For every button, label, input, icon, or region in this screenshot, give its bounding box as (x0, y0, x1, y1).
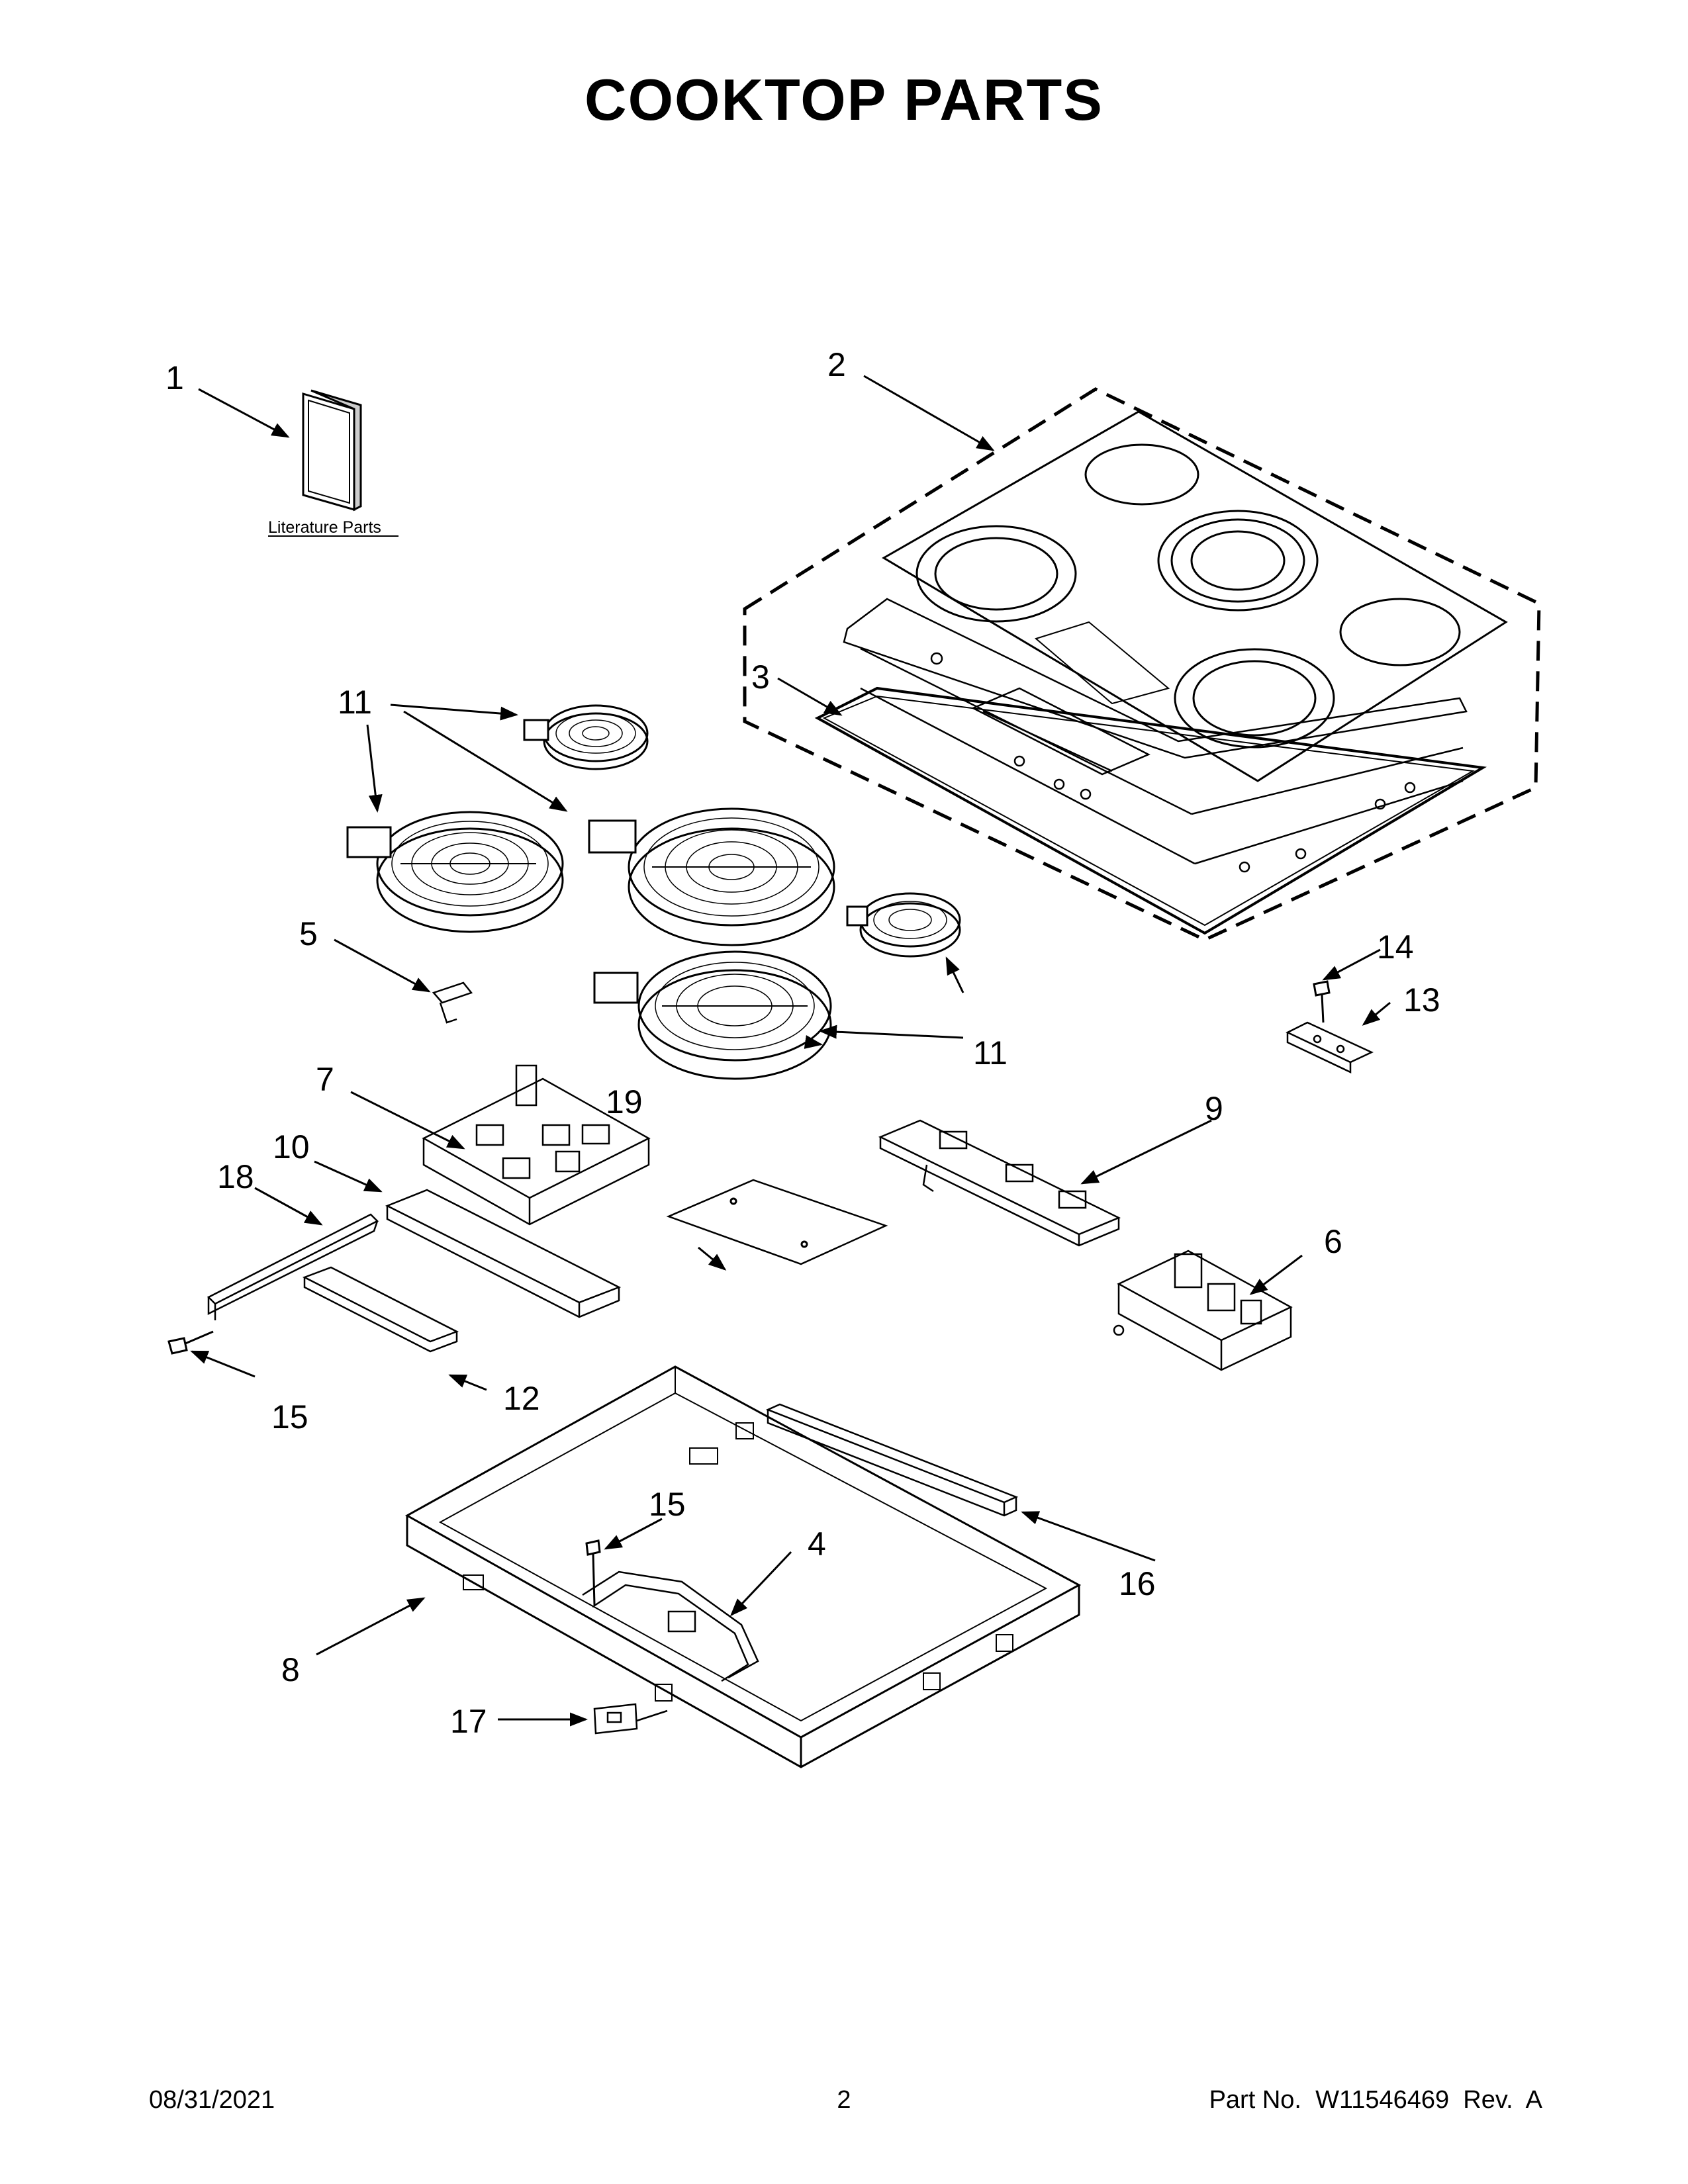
cooktop-frame (843, 598, 1468, 873)
radiant-element-front-center (593, 950, 832, 1080)
footer-date: 08/31/2021 (149, 2086, 275, 2114)
burner-box-8 (404, 1365, 1082, 1768)
callout-19: 19 (606, 1083, 643, 1120)
callout-9: 9 (1205, 1090, 1223, 1127)
sensor-clip (432, 981, 473, 1024)
callout-15-center: 15 (649, 1486, 686, 1523)
page-title: COOKTOP PARTS (585, 67, 1103, 132)
screw-14 (1313, 980, 1331, 1023)
callout-7: 7 (316, 1061, 334, 1098)
literature-booklet (302, 389, 362, 512)
screw-15-center (585, 1539, 601, 1606)
control-board-6 (1113, 1250, 1293, 1371)
callout-16: 16 (1119, 1565, 1156, 1602)
bracket-4 (582, 1570, 759, 1682)
cooktop-gasket (814, 686, 1487, 935)
callout-8: 8 (281, 1651, 300, 1688)
callout-11-top: 11 (338, 684, 372, 721)
footer-page-number: 2 (837, 2086, 851, 2114)
callout-14: 14 (1377, 929, 1414, 966)
callout-17: 17 (450, 1703, 487, 1740)
callout-18: 18 (217, 1158, 254, 1195)
bracket-10 (385, 1189, 622, 1318)
glass-cooktop (882, 410, 1508, 782)
callout-13: 13 (1403, 981, 1440, 1019)
leader-arrows (190, 375, 1391, 1727)
callout-5: 5 (299, 915, 318, 952)
callout-10: 10 (273, 1128, 310, 1165)
callout-15-left: 15 (271, 1398, 308, 1435)
callout-11-bottom: 11 (973, 1034, 1008, 1071)
rail-18 (207, 1213, 379, 1320)
cooktop-assembly-dashed-outline (743, 387, 1541, 942)
callout-4: 4 (808, 1525, 826, 1563)
callout-3: 3 (751, 659, 770, 696)
callout-numbers: 1 2 3 11 11 5 7 19 10 18 9 6 14 13 15 12… (165, 346, 1440, 1740)
footer-part-number: Part No. W11546469 Rev. A (1209, 2086, 1542, 2114)
rail-12 (302, 1266, 459, 1353)
cover-plate-17 (593, 1703, 668, 1735)
insulation-sheet-19 (666, 1179, 888, 1265)
bracket-13 (1286, 1021, 1374, 1073)
callout-12: 12 (503, 1380, 540, 1417)
radiant-element-small-right (846, 892, 961, 958)
screw-15-left (167, 1330, 214, 1355)
control-board-9 (878, 1119, 1121, 1247)
radiant-element-large-center (588, 807, 835, 946)
control-board-7 (422, 1064, 651, 1226)
literature-parts-label: Literature Parts (268, 518, 381, 537)
callout-2: 2 (827, 346, 846, 383)
callout-1: 1 (165, 359, 184, 396)
radiant-element-left (346, 811, 564, 933)
radiant-element-small-rear (523, 704, 649, 770)
foam-strip-16 (765, 1403, 1019, 1517)
callout-6: 6 (1324, 1223, 1342, 1260)
